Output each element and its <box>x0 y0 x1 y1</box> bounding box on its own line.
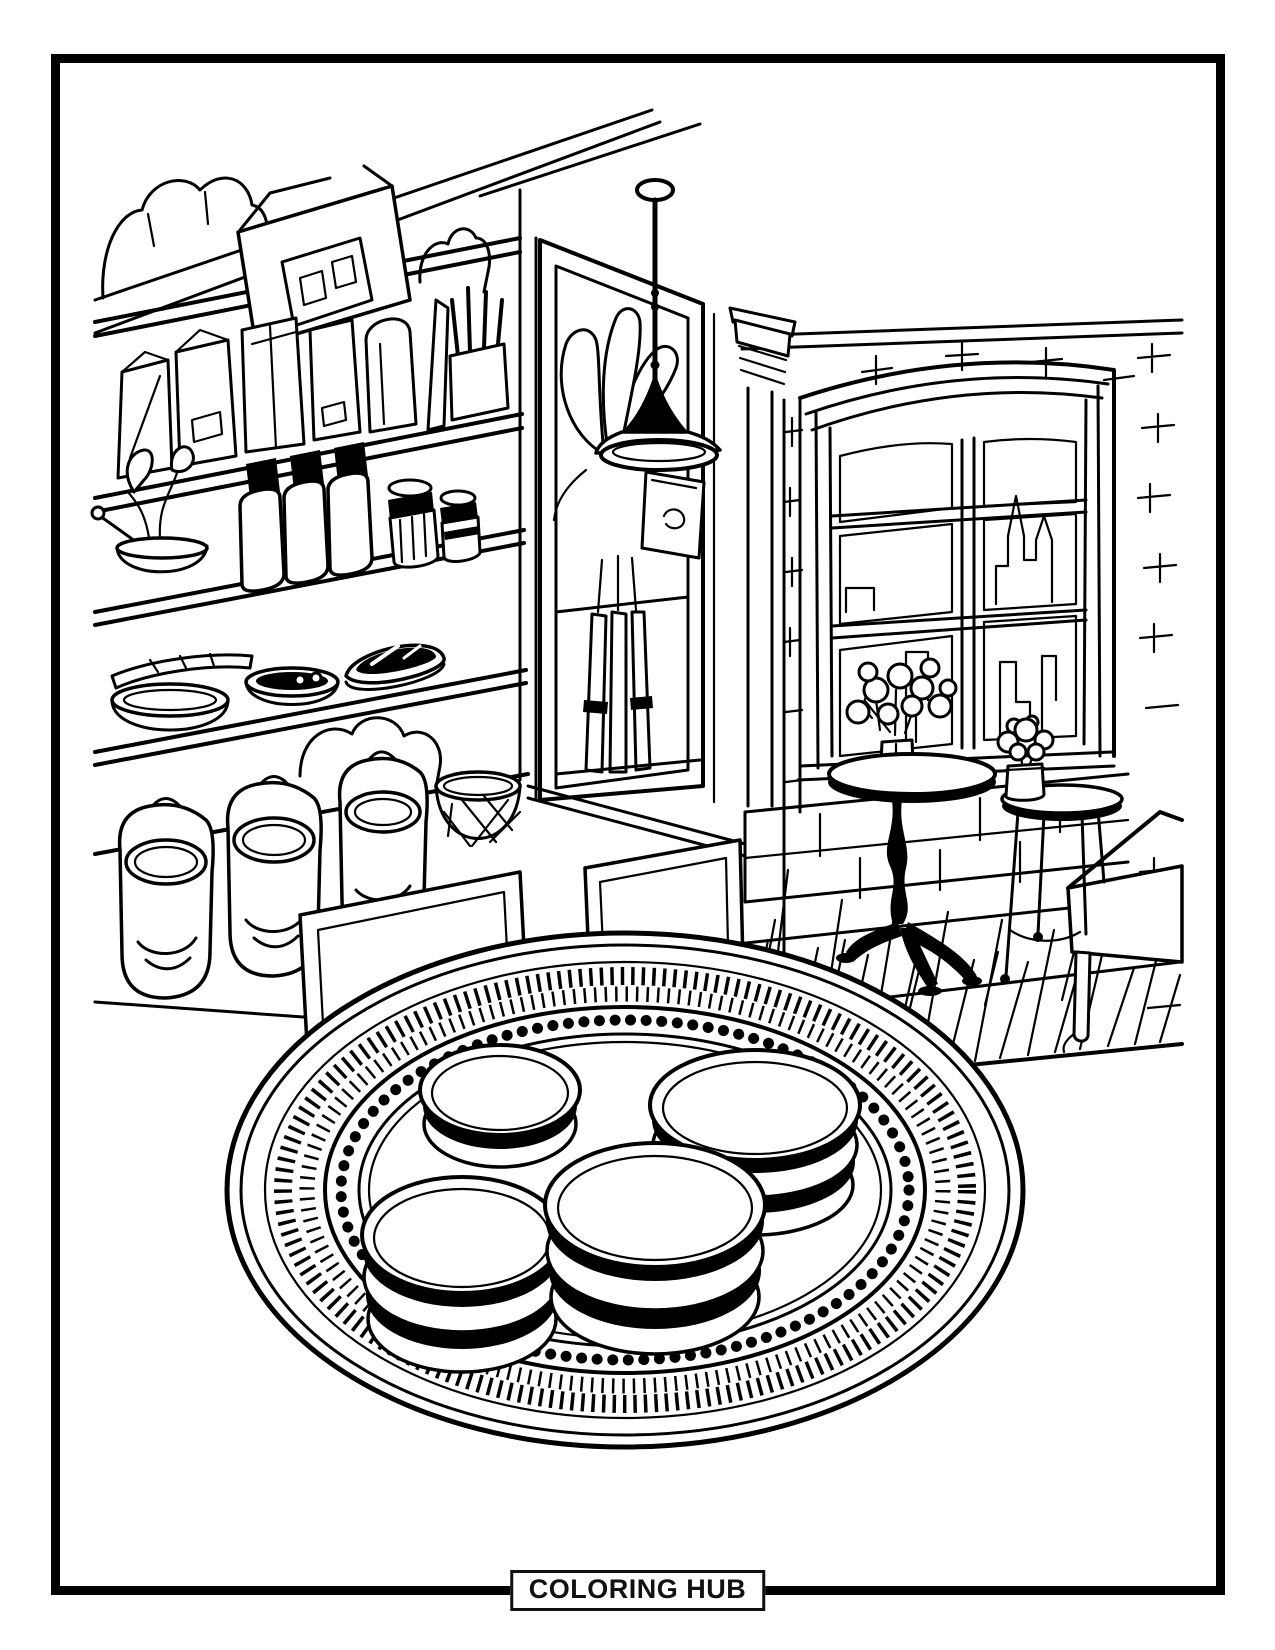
pedestal-table <box>827 657 997 996</box>
bread-loaves <box>101 176 491 300</box>
pancake-stacks <box>360 1043 862 1374</box>
brick-wall <box>782 340 1182 1092</box>
ornate-plate <box>224 930 1026 1450</box>
pendant-lamp <box>594 178 722 472</box>
pillar <box>728 306 797 808</box>
bakery-shelves <box>90 164 747 1000</box>
leaf-decor <box>559 328 606 456</box>
bench <box>1062 810 1184 1054</box>
wire-basket <box>434 770 522 848</box>
breadsticks <box>554 554 702 776</box>
footer-brand-label: COLORING HUB <box>509 1570 766 1611</box>
storage-jars <box>387 478 482 569</box>
milk-bottles <box>238 442 374 593</box>
arched-window <box>796 360 1116 782</box>
sprout-bowl <box>90 445 209 574</box>
footer-brand-text: COLORING HUB <box>528 1574 747 1604</box>
bread-behind-baskets <box>298 716 442 790</box>
display-cabinet <box>538 238 716 804</box>
pancake-stack <box>418 1043 582 1169</box>
pancake-stack <box>543 1141 767 1356</box>
pantry-box <box>236 164 412 348</box>
potted-plant <box>996 717 1055 802</box>
pancake-stack <box>360 1175 564 1374</box>
breadstick-crock <box>426 286 510 432</box>
baking-pans <box>110 643 446 732</box>
flour-bags <box>116 316 418 480</box>
